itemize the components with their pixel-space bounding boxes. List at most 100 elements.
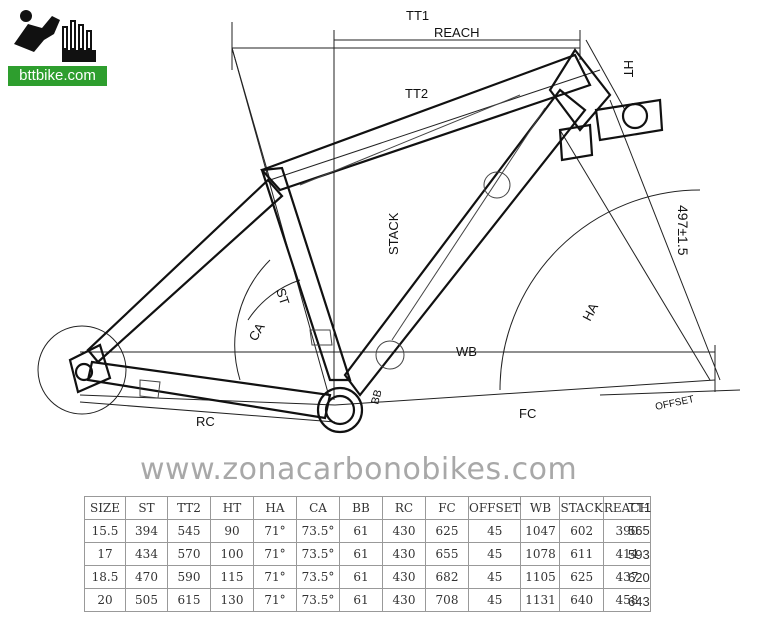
label-tt2: TT2 xyxy=(405,86,428,101)
table-cell: 17 xyxy=(84,542,126,566)
table-cell: 545 xyxy=(167,519,211,543)
bttbike-logo xyxy=(8,6,108,86)
table-cell: 430 xyxy=(382,519,426,543)
table-cell: 430 xyxy=(382,588,426,612)
header-ht: HT xyxy=(210,496,254,520)
header-offset: OFFSET xyxy=(467,496,522,520)
header-ca: CA xyxy=(296,496,340,520)
tt1-value: 620 xyxy=(628,570,650,586)
header-bb: BB xyxy=(339,496,383,520)
table-cell: 45 xyxy=(467,565,522,589)
table-cell: 430 xyxy=(382,542,426,566)
rear-axle xyxy=(74,362,94,382)
label-ht: HT xyxy=(621,60,636,77)
table-cell: 45 xyxy=(467,519,522,543)
tt1-value: 565 xyxy=(628,523,650,539)
table-cell: 71° xyxy=(253,588,297,612)
table-cell: 73.5° xyxy=(296,588,340,612)
label-ca: CA xyxy=(246,320,268,343)
steering-axis xyxy=(559,129,711,381)
bottom-bracket-shell xyxy=(316,386,364,434)
table-cell: 458 xyxy=(602,588,651,612)
table-cell: 1047 xyxy=(520,519,561,543)
table-cell: 61 xyxy=(339,542,383,566)
table-cell: 71° xyxy=(253,519,297,543)
ca-arc xyxy=(247,279,301,321)
header-tt2: TT2 xyxy=(167,496,211,520)
bttbike-logo-text: bttbike.com xyxy=(8,66,107,86)
table-cell: 708 xyxy=(425,588,469,612)
table-cell: 61 xyxy=(339,588,383,612)
table-cell: 73.5° xyxy=(296,519,340,543)
rc-dimension-line xyxy=(79,401,336,423)
table-cell: 61 xyxy=(339,519,383,543)
label-fc: FC xyxy=(519,406,536,421)
header-rc: RC xyxy=(382,496,426,520)
header-wb: WB xyxy=(520,496,561,520)
table-cell: 625 xyxy=(559,565,604,589)
table-cell: 611 xyxy=(559,542,604,566)
table-cell: 18.5 xyxy=(84,565,126,589)
table-cell: 1078 xyxy=(520,542,561,566)
down-tube xyxy=(343,88,587,397)
table-cell: 73.5° xyxy=(296,565,340,589)
table-cell: 655 xyxy=(425,542,469,566)
top-tube xyxy=(260,53,592,192)
table-cell: 100 xyxy=(210,542,254,566)
head-tube xyxy=(548,48,612,132)
header-size: SIZE xyxy=(84,496,126,520)
headset-cup xyxy=(558,123,594,162)
table-cell: 1131 xyxy=(520,588,561,612)
table-cell: 15.5 xyxy=(84,519,126,543)
table-cell: 71° xyxy=(253,565,297,589)
table-cell: 73.5° xyxy=(296,542,340,566)
table-cell: 602 xyxy=(559,519,604,543)
tt1-value: 593 xyxy=(628,546,650,562)
table-cell: 570 xyxy=(167,542,211,566)
label-offset: OFFSET xyxy=(654,394,695,413)
table-cell: 45 xyxy=(467,588,522,612)
header-reach: REACH xyxy=(602,496,651,520)
label-rc: RC xyxy=(196,414,215,429)
header-st: ST xyxy=(125,496,168,520)
cyclist-hand-icon xyxy=(14,10,96,62)
fc-dimension-line xyxy=(334,379,716,406)
label-st: ST xyxy=(273,286,292,306)
table-cell: 682 xyxy=(425,565,469,589)
chain-stay xyxy=(86,360,332,420)
rear-dropout-detail-circle xyxy=(37,325,127,415)
ht-dimension-line xyxy=(585,39,626,111)
tt1-value: 643 xyxy=(628,593,650,609)
header-ha: HA xyxy=(253,496,297,520)
ha-arc xyxy=(499,189,701,391)
table-cell: 434 xyxy=(125,542,168,566)
dimension-labels: TT1 REACH TT2 HT STACK ST CA HA WB BB RC… xyxy=(196,8,695,429)
stem xyxy=(594,98,664,142)
table-cell: 505 xyxy=(125,588,168,612)
table-header-row: SIZE ST TT2 HT HA CA BB RC FC OFFSET WB … xyxy=(84,496,651,520)
tt2-line xyxy=(269,69,601,181)
table-cell: 615 xyxy=(167,588,211,612)
table-cell: 90 xyxy=(210,519,254,543)
tt1-column: TT1 565 593 620 643 xyxy=(626,496,662,613)
table-cell: 625 xyxy=(425,519,469,543)
label-ha: HA xyxy=(579,300,601,323)
table-cell: 590 xyxy=(167,565,211,589)
table-cell: 130 xyxy=(210,588,254,612)
table-cell: 640 xyxy=(559,588,604,612)
tt1-header: TT1 xyxy=(628,500,652,515)
label-tt1: TT1 xyxy=(406,8,429,23)
label-reach: REACH xyxy=(434,25,480,40)
fork-length-line xyxy=(609,99,721,381)
label-wb: WB xyxy=(456,344,477,359)
header-fc: FC xyxy=(425,496,469,520)
table-cell: 20 xyxy=(84,588,126,612)
label-bb: BB xyxy=(369,388,384,405)
label-stack: STACK xyxy=(386,212,401,255)
table-cell: 470 xyxy=(125,565,168,589)
frame-geometry-drawing: TT1 REACH TT2 HT STACK ST CA HA WB BB RC… xyxy=(37,8,741,434)
label-fork-length: 497±1.5 xyxy=(675,205,691,256)
